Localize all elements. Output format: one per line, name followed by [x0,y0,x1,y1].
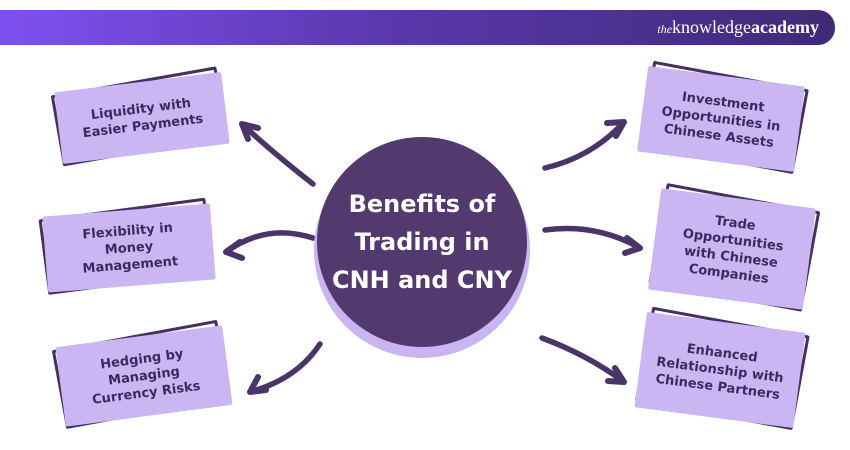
benefit-label: Hedging by Managing Currency Risks [91,346,202,408]
benefit-label: Investment Opportunities in Chinese Asse… [660,89,782,151]
arrow-to-top-right [542,119,627,171]
benefit-card-trade: Trade Opportunities with Chinese Compani… [648,183,821,312]
logo-knowledge: knowledge [672,17,752,37]
center-circle: Benefits of Trading in CNH and CNY [317,137,527,347]
benefit-card-relationship: Enhanced Relationship with Chinese Partn… [634,306,810,431]
benefit-label: Flexibility in Money Management [81,220,179,277]
brand-banner: theknowledgeacademy [0,10,835,45]
card-fill: Enhanced Relationship with Chinese Partn… [634,311,806,429]
arrow-to-bottom-left [247,341,323,395]
diagram-title: Benefits of Trading in CNH and CNY [331,190,513,294]
benefit-card-flexibility: Flexibility in Money Management [38,197,216,295]
arrow-to-mid-right [542,225,643,256]
arrow-to-top-left [239,121,316,187]
benefit-label: Enhanced Relationship with Chinese Partn… [654,341,785,403]
card-fill: Flexibility in Money Management [42,203,216,293]
logo-academy: academy [751,17,819,37]
benefit-label: Trade Opportunities with Chinese Compani… [681,213,785,287]
benefit-label: Liquidity with Easier Payments [81,95,205,142]
arrow-to-mid-left [223,230,316,261]
arrow-to-bottom-right [539,335,627,385]
card-fill: Trade Opportunities with Chinese Compani… [648,188,816,310]
brand-logo: theknowledgeacademy [657,17,819,38]
logo-the: the [657,22,673,36]
